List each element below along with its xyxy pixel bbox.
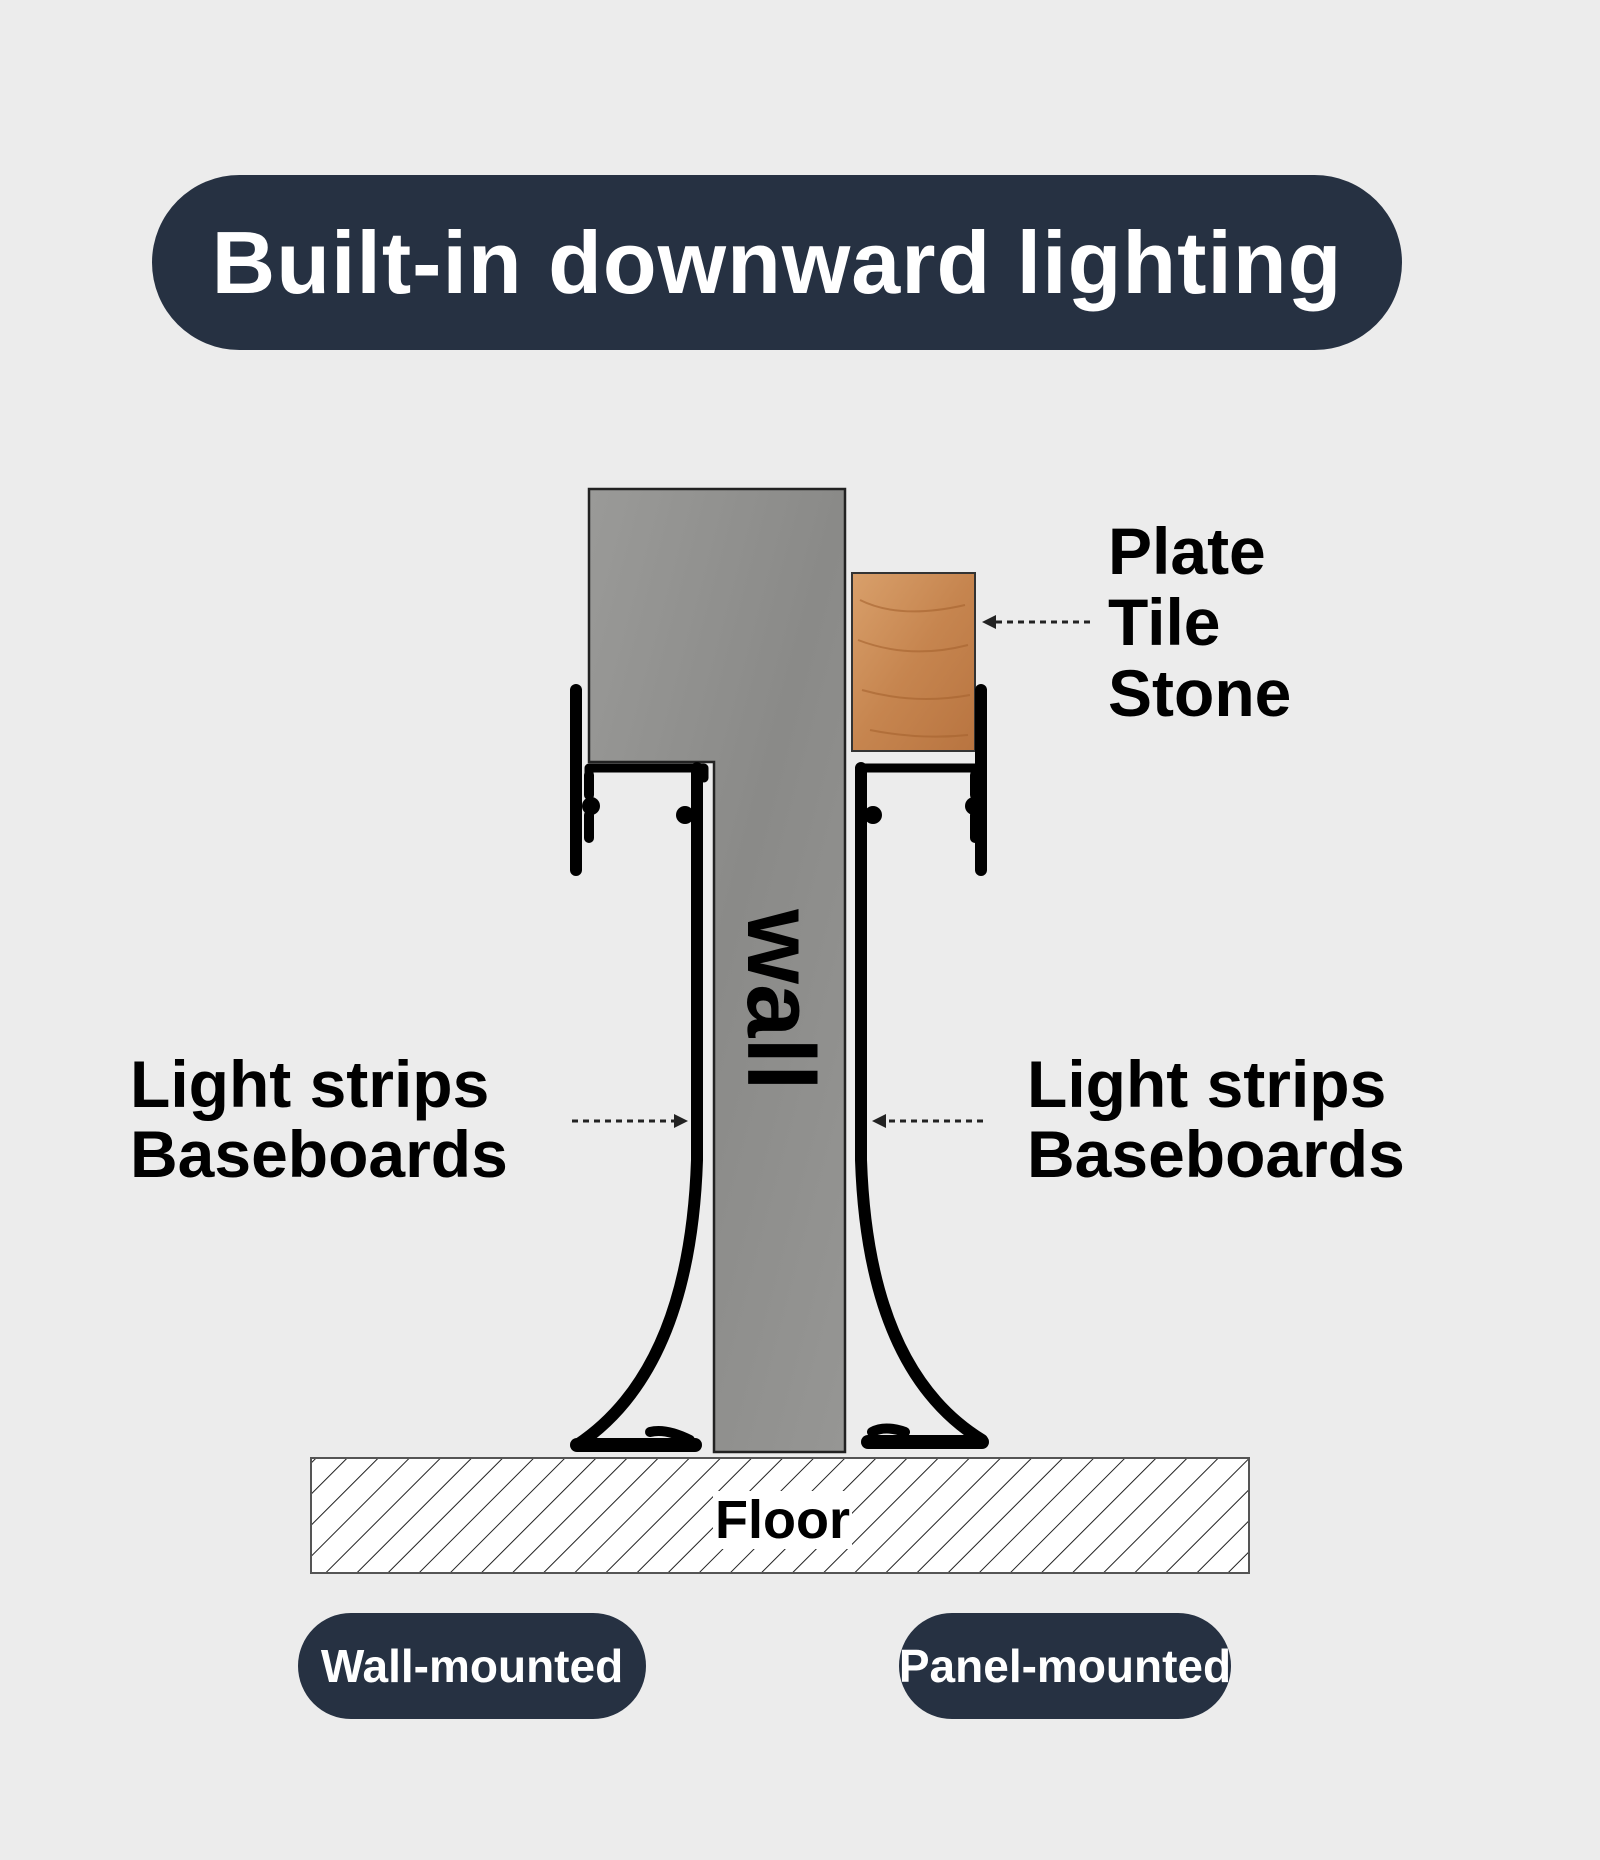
floor-label: Floor	[713, 1490, 852, 1550]
tile-pointer-arrow	[982, 615, 1090, 629]
material-label-line-1: Plate	[1108, 514, 1266, 588]
right-strip-label-line-1: Light strips	[1027, 1047, 1387, 1121]
material-label-line-2: Tile	[1108, 585, 1221, 659]
title-text: Built-in downward lighting	[211, 212, 1343, 312]
left-strip-label-line-2: Baseboards	[130, 1117, 508, 1191]
wall-mounted-badge: Wall-mounted	[298, 1613, 646, 1719]
right-strip-label-line-2: Baseboards	[1027, 1117, 1405, 1191]
panel-mounted-text: Panel-mounted	[898, 1640, 1232, 1692]
right-strip-label: Light strips Baseboards	[1027, 1049, 1405, 1189]
material-label-line-3: Stone	[1108, 656, 1292, 730]
panel-mounted-badge: Panel-mounted	[899, 1613, 1231, 1719]
title-banner: Built-in downward lighting	[152, 175, 1402, 350]
wall-section	[587, 487, 847, 1454]
left-strip-label-line-1: Light strips	[130, 1047, 490, 1121]
left-strip-label: Light strips Baseboards	[130, 1049, 508, 1189]
wall-mounted-text: Wall-mounted	[320, 1640, 624, 1692]
right-strip-pointer-arrow	[872, 1114, 983, 1128]
wall-label: wall	[727, 909, 834, 1091]
tile-plate	[851, 572, 976, 752]
right-baseboard-profile	[855, 684, 989, 1449]
material-label: Plate Tile Stone	[1108, 516, 1291, 729]
left-strip-pointer-arrow	[572, 1114, 688, 1128]
left-baseboard-profile	[570, 684, 709, 1452]
